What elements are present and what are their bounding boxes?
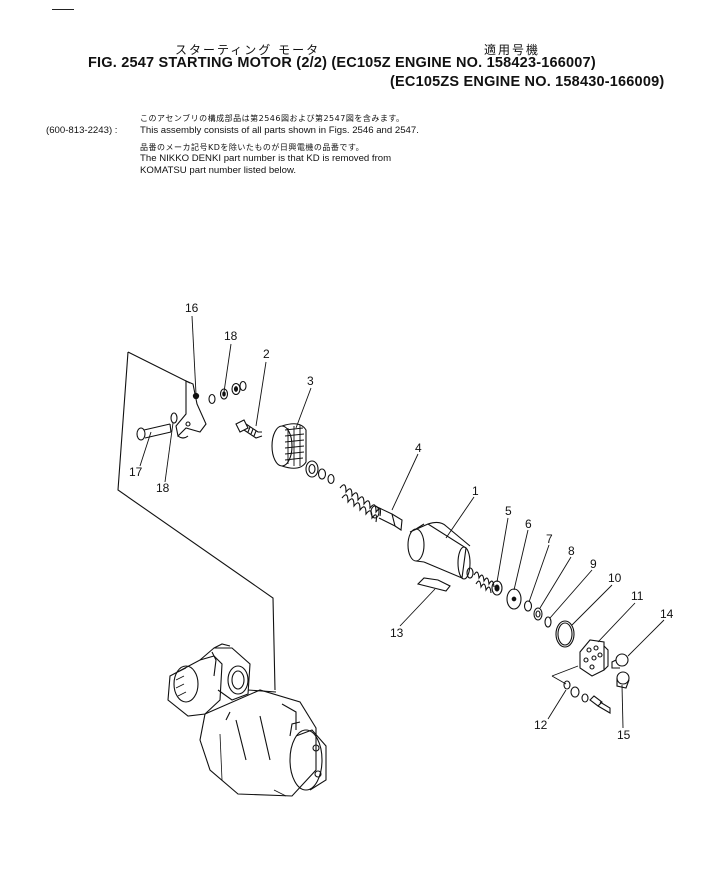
- part-11-end-cover: [579, 639, 609, 677]
- callout-18-lower: 18: [156, 481, 170, 495]
- part-number-reference: (600-813-2243) :: [46, 125, 118, 136]
- callout-8: 8: [568, 544, 575, 558]
- housing-washer: [466, 567, 474, 579]
- callout-13: 13: [390, 626, 404, 640]
- part-7-ring: [523, 600, 533, 612]
- part-3-pinion-housing: [271, 423, 307, 469]
- callout-4: 4: [415, 441, 422, 455]
- callout-12: 12: [534, 718, 548, 732]
- part-18-washer-nut-upper: [208, 380, 247, 405]
- part-4-plunger: [370, 505, 403, 531]
- part-5-washer: [491, 580, 503, 596]
- callout-14: 14: [660, 607, 674, 621]
- callout-7: 7: [546, 532, 553, 546]
- assembly-note-english: This assembly consists of all parts show…: [140, 125, 419, 136]
- part-9-ring: [544, 616, 552, 628]
- corner-mark: [52, 9, 74, 10]
- callout-18-upper: 18: [224, 329, 238, 343]
- part-16-shift-lever: [175, 380, 207, 439]
- callout-9: 9: [590, 557, 597, 571]
- part-2-terminal-bolt: [235, 419, 263, 439]
- callout-labels: 16 18 2 3 17 18 4 1 5 6 7 8 9 10 11 14 1…: [129, 301, 674, 742]
- figure-title-line-2: (EC105ZS ENGINE NO. 158430-166009): [390, 74, 665, 90]
- callout-10: 10: [608, 571, 622, 585]
- part-18-washer-lower: [170, 412, 178, 424]
- callout-17: 17: [129, 465, 143, 479]
- maker-note-english-1: The NIKKO DENKI part number is that KD i…: [140, 153, 392, 164]
- callout-16: 16: [185, 301, 199, 315]
- return-spring: [473, 571, 495, 594]
- starter-motor-assembly: [167, 643, 327, 797]
- part-12-bolt-set: [563, 680, 611, 714]
- figure-title-line-1: FIG. 2547 STARTING MOTOR (2/2) (EC105Z E…: [88, 55, 596, 71]
- maker-note-english-2: KOMATSU part number listed below.: [140, 165, 297, 176]
- applicable-japanese: 適用号機: [484, 43, 541, 57]
- part-6-disc: [506, 588, 522, 610]
- part-1-solenoid-housing: [407, 521, 471, 580]
- pinion-washers: [305, 460, 335, 485]
- callout-11: 11: [631, 589, 644, 603]
- assembly-note-japanese: このアセンブリの構成部品は第2546図および第2547図を含みます。: [140, 114, 405, 123]
- callout-5: 5: [505, 504, 512, 518]
- callout-6: 6: [525, 517, 532, 531]
- callout-15: 15: [617, 728, 631, 742]
- part-8-washer: [533, 607, 543, 621]
- callout-3: 3: [307, 374, 314, 388]
- part-10-o-ring: [555, 620, 575, 648]
- part-17-pin-bolt: [136, 423, 172, 441]
- leader-lines: [139, 315, 665, 729]
- part-13-spring-clip: [416, 577, 451, 592]
- part-15-cap: [616, 671, 630, 689]
- callout-1: 1: [472, 484, 479, 498]
- maker-note-japanese: 品番のメーカ記号KDを除いたものが日興電機の品番です。: [140, 143, 365, 152]
- callout-2: 2: [263, 347, 270, 361]
- part-14-cap: [611, 653, 629, 669]
- title-japanese: スターティング モータ: [175, 43, 321, 57]
- plunger-spring: [339, 484, 382, 523]
